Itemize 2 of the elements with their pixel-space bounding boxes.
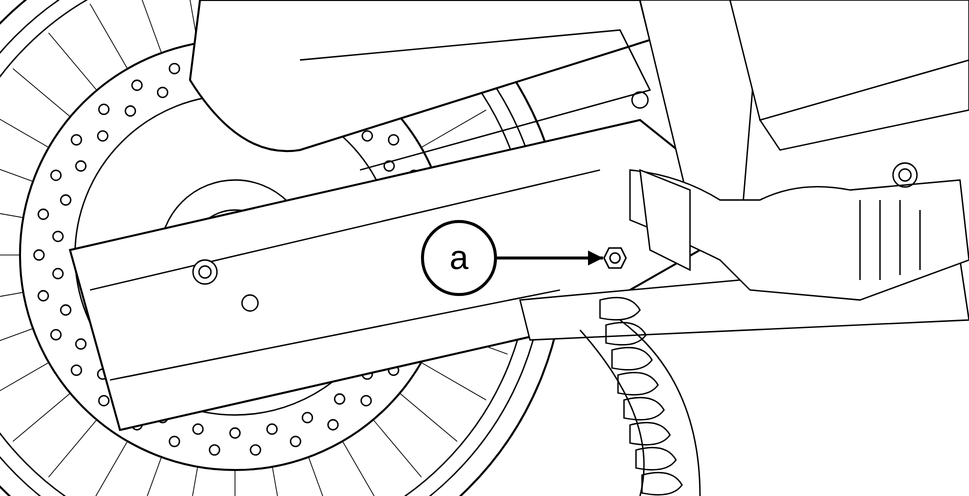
hex-bolt — [603, 246, 627, 270]
arrow — [497, 250, 603, 266]
